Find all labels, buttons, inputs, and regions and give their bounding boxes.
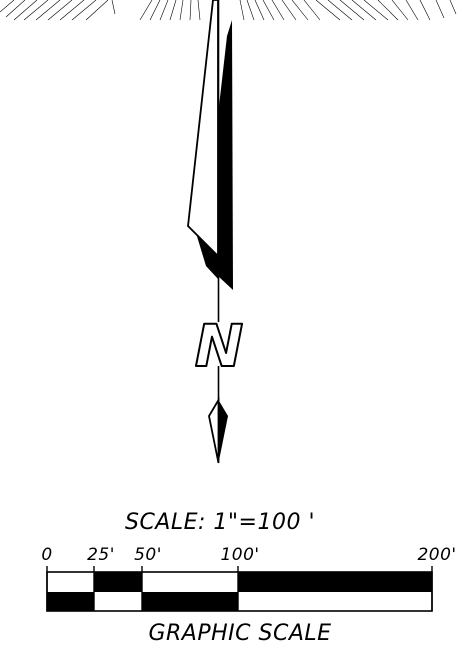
south-tail-right	[218, 400, 228, 463]
scale-segment-top-3	[142, 572, 238, 592]
scale-tick-labels: 0 25' 50' 100' 200'	[41, 545, 456, 565]
tick-label-200: 200'	[417, 545, 456, 565]
tick-label-0: 0	[41, 545, 52, 565]
scale-segment-top-2	[94, 572, 142, 592]
north-arrow-shadow	[196, 233, 218, 279]
scale-segment-bottom-2	[94, 592, 142, 611]
tick-label-100: 100'	[220, 545, 259, 565]
graphic-scale-bar	[46, 566, 433, 612]
north-arrow-outline-half	[187, 0, 219, 259]
scale-segment-bottom-3	[142, 592, 238, 611]
tick-label-25: 25'	[87, 545, 115, 565]
scale-caption: GRAPHIC SCALE	[148, 621, 331, 645]
scale-segment-bottom-4	[238, 592, 432, 611]
scale-segment-top-1	[47, 572, 94, 592]
north-letter: N	[195, 312, 244, 380]
compass-rose-hatch	[0, 0, 457, 21]
north-arrow-solid-half	[218, 20, 233, 290]
scale-segment-top-4	[238, 572, 432, 592]
scale-segment-bottom-1	[47, 592, 94, 611]
south-tail-left	[208, 396, 220, 464]
scale-title: SCALE: 1"=100 '	[125, 510, 315, 535]
north-arrow	[187, 0, 233, 464]
tick-label-50: 50'	[134, 545, 162, 565]
